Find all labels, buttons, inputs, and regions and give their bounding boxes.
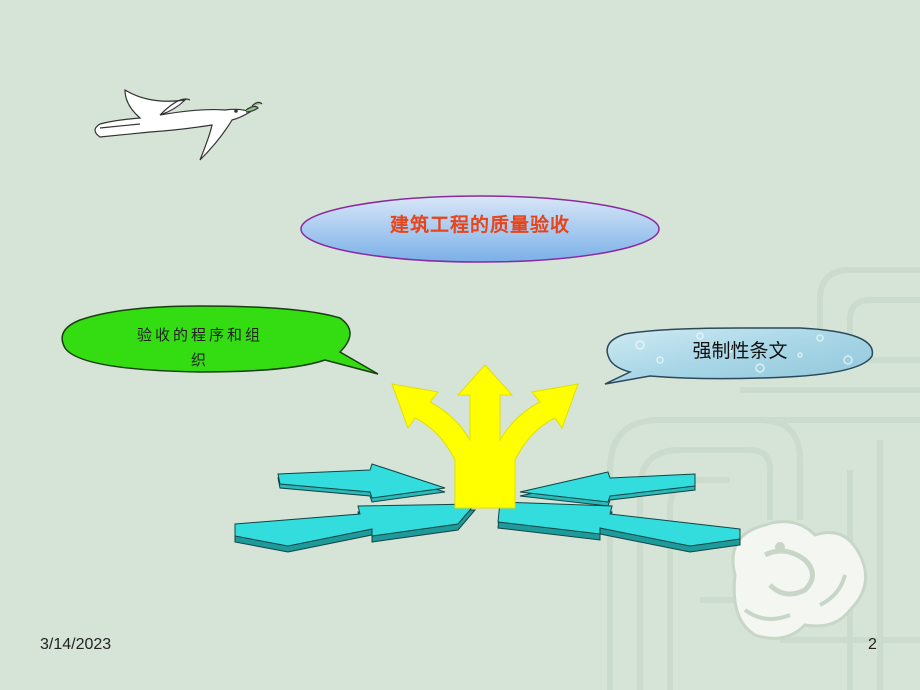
cyan-arrows <box>234 463 741 553</box>
page-number: 2 <box>868 636 877 653</box>
dove-icon <box>94 88 263 161</box>
footer-date: 3/14/2023 <box>40 636 112 653</box>
water-droplets <box>635 332 853 373</box>
left-speech-bubble <box>61 305 379 375</box>
right-bubble-text: 强制性条文 <box>692 340 788 362</box>
dragon-watermark <box>731 520 868 640</box>
yellow-three-way-arrow <box>391 364 579 509</box>
slide-title: 建筑工程的质量验收 <box>389 214 570 236</box>
title-oval <box>300 195 660 263</box>
background-pattern <box>607 267 920 690</box>
left-bubble-text: 验收的程序和组 织 <box>136 326 263 369</box>
right-speech-bubble <box>604 327 874 385</box>
